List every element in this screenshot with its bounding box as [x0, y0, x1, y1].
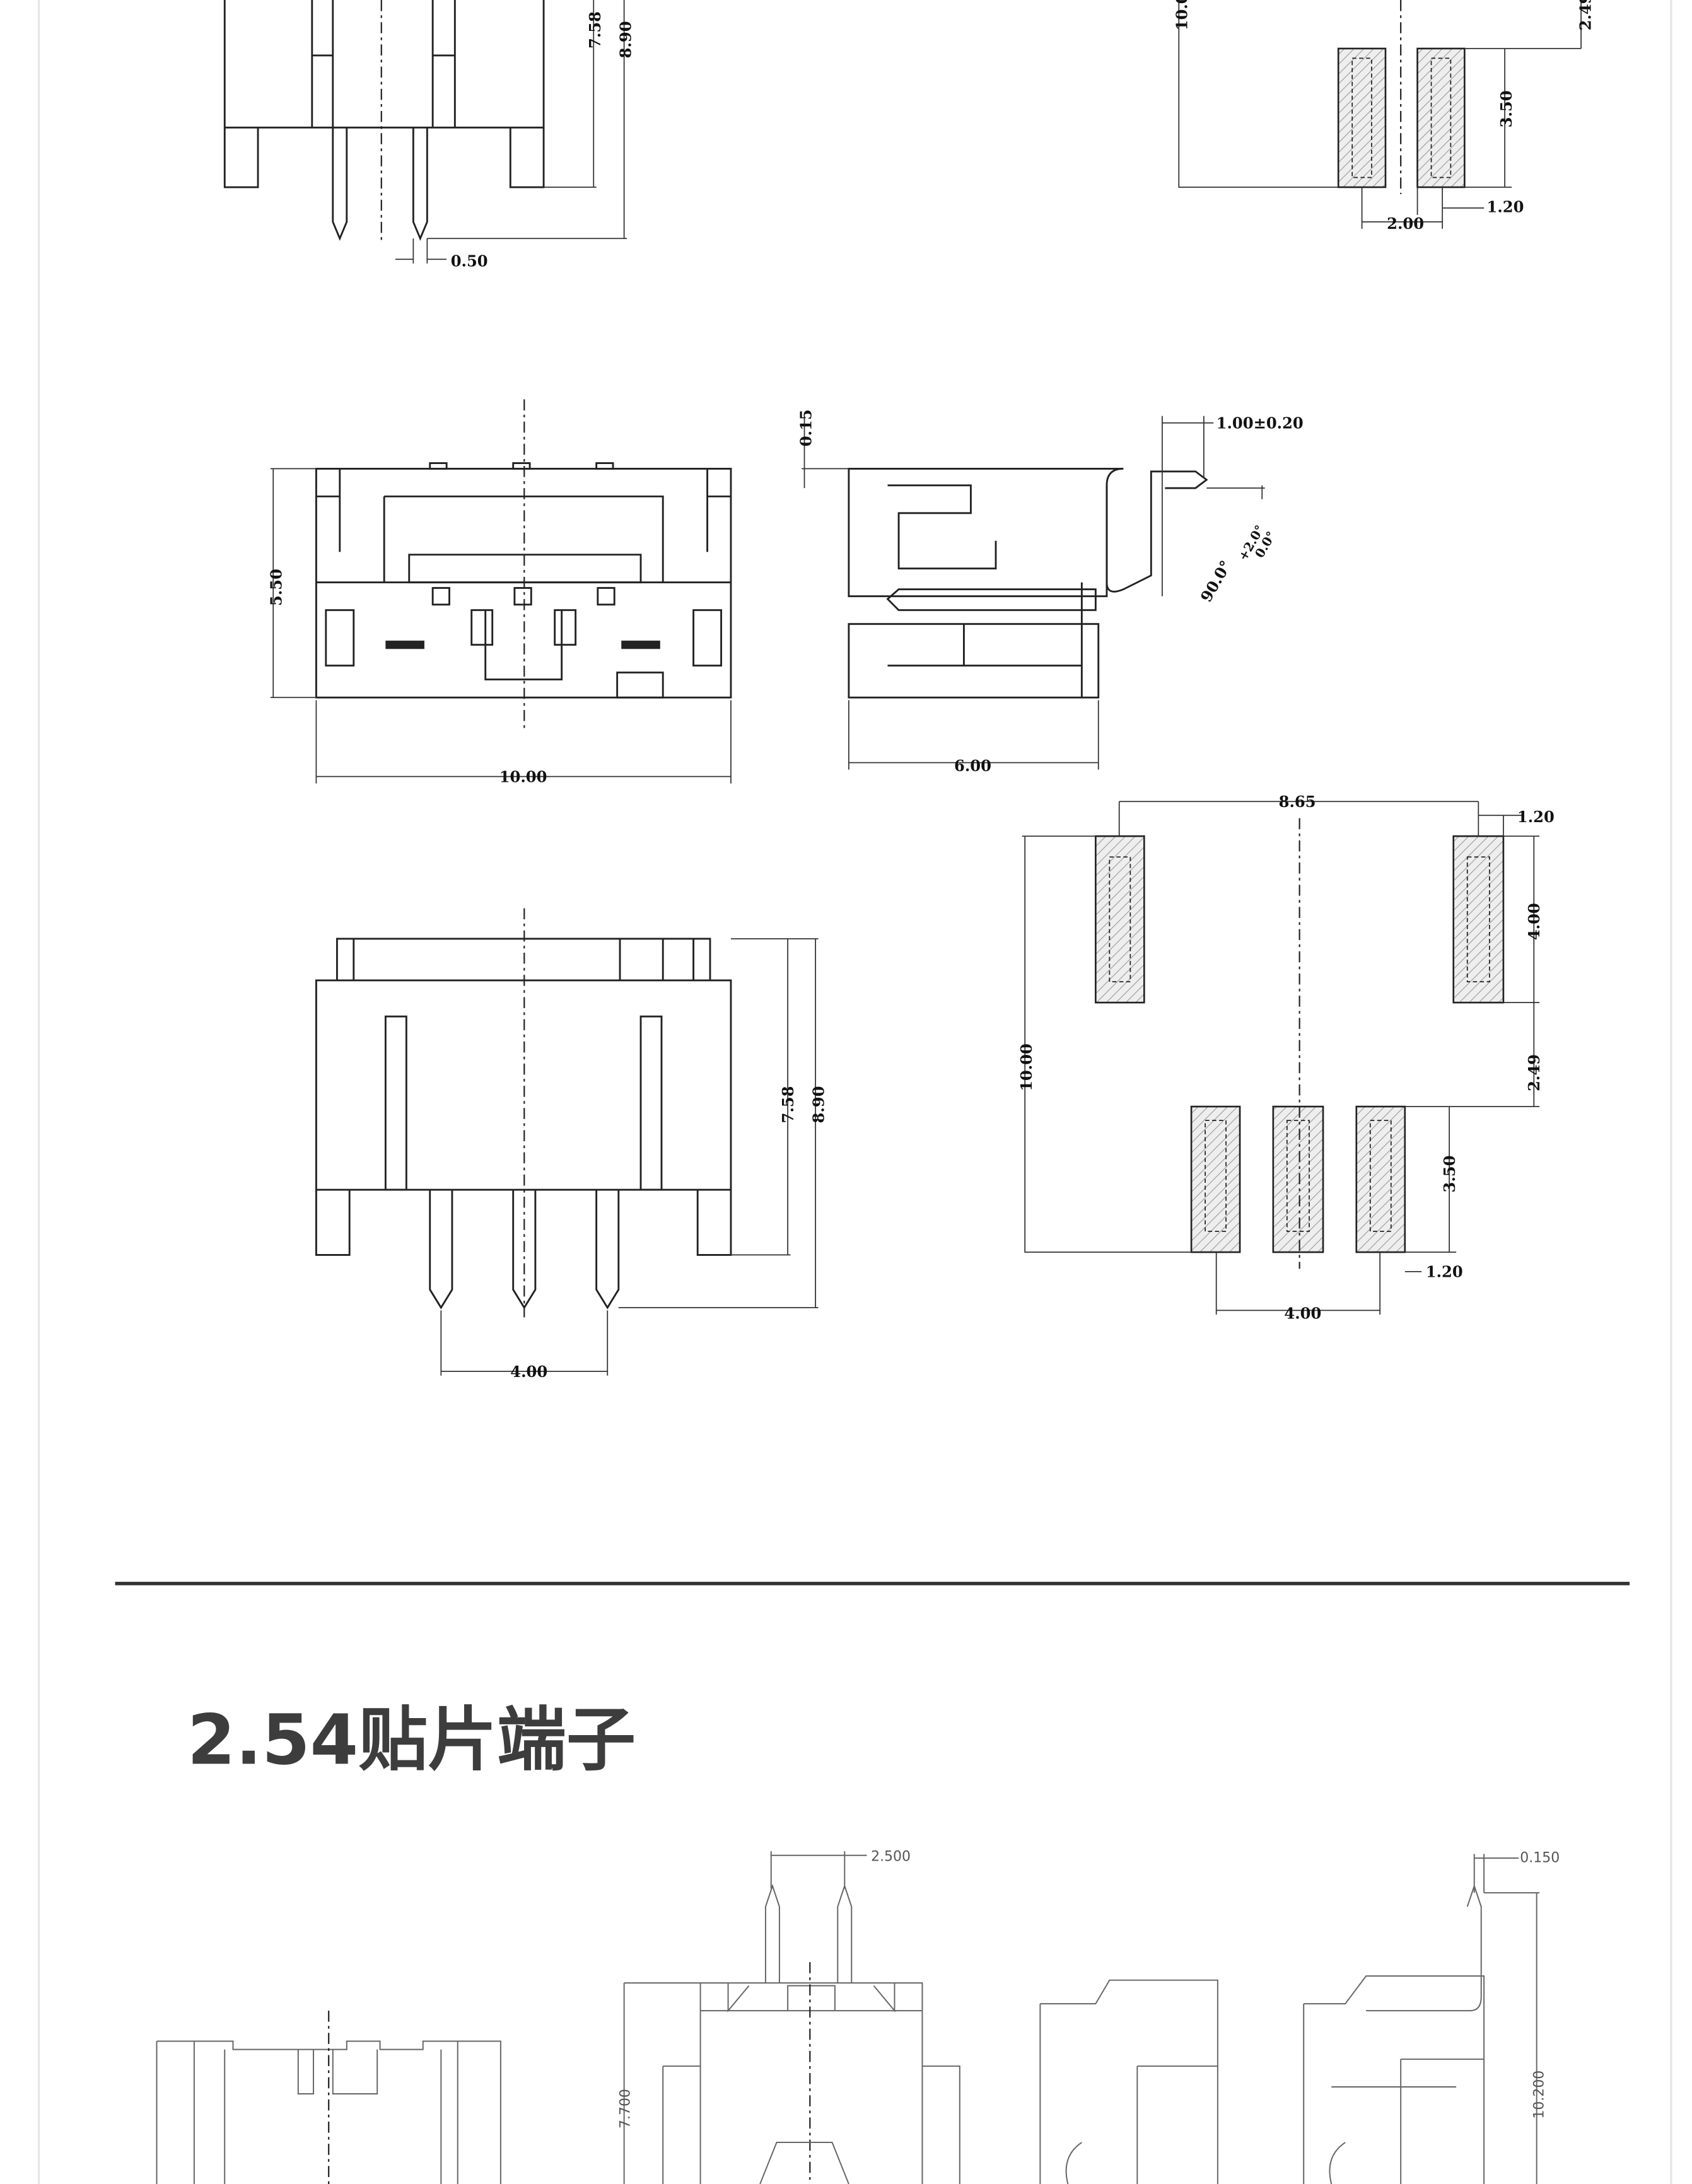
dim-1-20-top: 1.20 — [1517, 808, 1555, 826]
dim-4-00-b: 4.00 — [510, 1362, 547, 1381]
dim-3-50: 3.50 — [1497, 90, 1515, 127]
dim-angle: 90.0° — [1197, 557, 1235, 605]
dim-7-58: 7.58 — [586, 11, 604, 49]
dim-5-50: 5.50 — [267, 569, 285, 606]
dim-7-700: 7.700 — [617, 2089, 633, 2129]
dim-8-90: 8.90 — [617, 21, 635, 58]
dim-0-150: 0.150 — [1520, 1850, 1560, 1866]
dim-8-65: 8.65 — [1279, 793, 1316, 811]
dim-8-90-b: 8.90 — [809, 1086, 827, 1124]
dim-0-50: 0.50 — [451, 252, 488, 270]
dim-2-500: 2.500 — [871, 1849, 911, 1865]
dim-1-20-fp: 1.20 — [1426, 1263, 1463, 1281]
dim-10-00: 10.00 — [499, 767, 547, 786]
smd-drawings: 2.500 7.700 0.150 10.200 — [156, 1849, 1560, 2184]
dim-1-00-tol: 1.00±0.20 — [1216, 414, 1304, 433]
side-view-drawing: 0.15 1.00±0.20 90.0° +2.0° 0.0° 6.00 — [797, 409, 1304, 775]
dim-0-15: 0.15 — [797, 409, 815, 446]
dim-7-58-b: 7.58 — [779, 1086, 797, 1124]
dim-2-00: 2.00 — [1387, 214, 1424, 233]
dim-6-00: 6.00 — [954, 757, 991, 775]
dim-10-00-fp: 10.00 — [1017, 1043, 1036, 1091]
section-title: 2.54贴片端子 — [187, 1700, 636, 1780]
bottom-view-drawing: 7.58 8.90 4.00 — [315, 908, 827, 1381]
dim-4-00-pad: 4.00 — [1525, 903, 1543, 940]
dim-2-49: 2.49 — [1576, 0, 1594, 30]
top-footprint-drawing: 10.0 2.49 3.50 1.20 2.00 — [1172, 0, 1594, 233]
dim-10-0: 10.0 — [1172, 0, 1191, 30]
dim-3-50-fp: 3.50 — [1440, 1156, 1459, 1193]
footprint-drawing: 8.65 1.20 4.00 10.00 2.49 3.50 1.20 4.00 — [1017, 793, 1555, 1323]
dim-10-200: 10.200 — [1532, 2071, 1548, 2119]
front-view-drawing: 5.50 10.00 — [267, 399, 732, 786]
dim-2-49-fp: 2.49 — [1525, 1054, 1543, 1091]
dim-4-00-fp: 4.00 — [1284, 1304, 1321, 1323]
dim-1-20: 1.20 — [1487, 198, 1524, 216]
top-side-view-drawing: 7.58 8.90 0.50 — [223, 0, 635, 270]
